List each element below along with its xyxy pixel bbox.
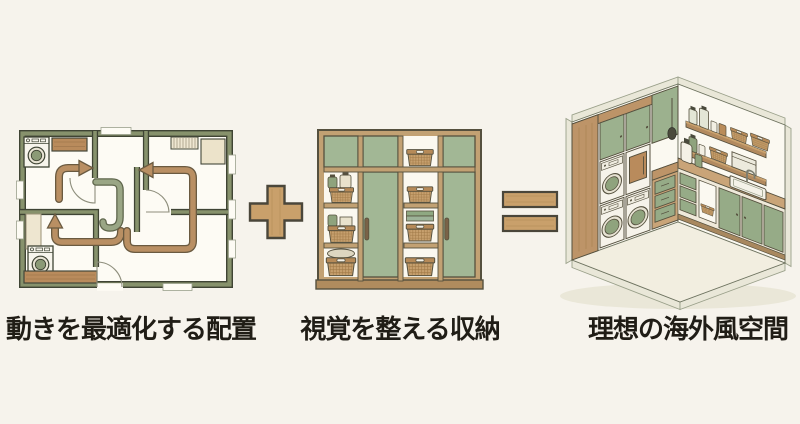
counter-bottom-left [23,270,98,284]
laundry-room-illustration [560,76,796,311]
floor-plan-illustration [16,127,236,291]
basket-cubby [698,179,717,225]
hamper-cabinet [625,143,651,196]
jug-icon [680,137,703,169]
equals-icon [501,190,559,233]
pendant-light-icon [667,98,677,140]
basket-laundry [325,248,357,277]
cabinet-door [362,171,399,278]
corner-drawer-unit [651,161,679,230]
flow-arrow-loop-right [123,161,197,253]
storage-cabinet-illustration [315,129,484,290]
flow-arrow-bottom-left [46,212,125,246]
caption-storage: 視覚を整える収納 [300,314,500,344]
plus-icon [248,184,304,240]
floor-plan-interior-walls [20,131,230,267]
laundry-side-cabinet [571,113,599,261]
floor-plan-windows [16,127,236,291]
basket-icon [405,223,435,242]
basket-icon [328,187,355,203]
counter-top-left [51,137,88,152]
basket-icon [404,256,436,277]
faucet-icon [746,169,756,182]
caption-laundry-room: 理想の海外風空間 [587,314,789,344]
door-arc [69,177,170,288]
sink [729,169,767,201]
dryer-icon [599,152,625,205]
basket-icon [406,186,434,203]
basket-icon [406,149,434,167]
washing-machine-icon [23,136,50,168]
room-slabs [565,76,792,311]
door-handle [444,217,450,241]
flow-arrow-top-left [55,159,95,203]
jar-icon [327,172,352,189]
basket-icon [327,225,356,243]
caption-floor-plan: 動きを最適化する配置 [6,314,257,344]
room-floor [570,221,787,303]
vent-top-right [170,136,199,150]
towel-stack [406,210,434,222]
cabinet-door [442,171,476,278]
jar-icon [327,214,353,227]
washer-icon [599,196,625,249]
washer-icon [625,187,651,240]
cabinet-frame [323,135,476,282]
cabinet-left [25,213,42,250]
flow-path-green [92,178,124,232]
jar-icon [688,105,727,137]
door-handle [364,217,370,241]
table-top-right [200,138,226,165]
